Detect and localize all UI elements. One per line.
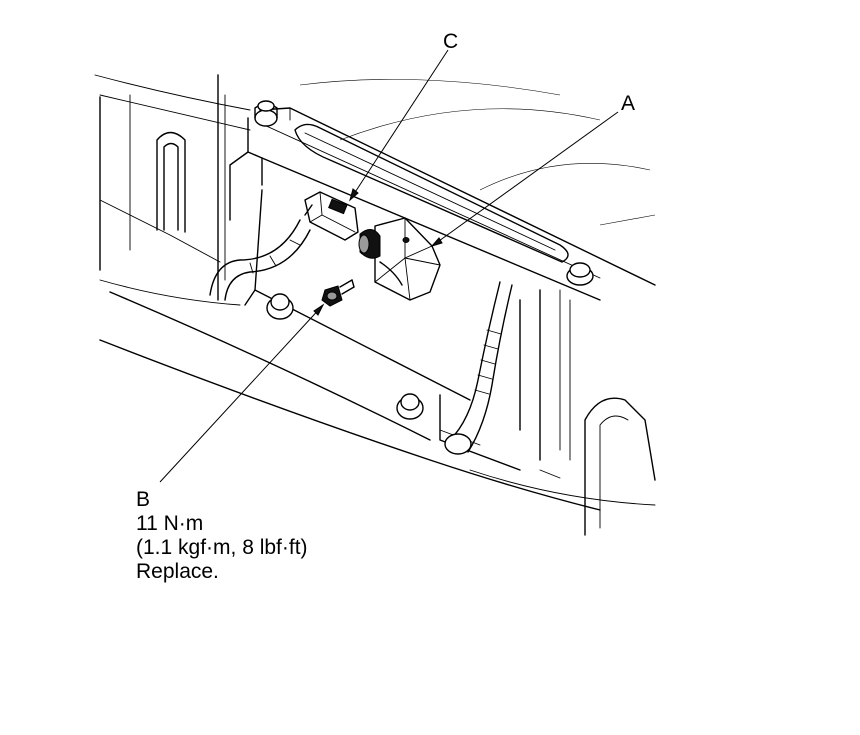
mounting-bolt [321,279,355,307]
wire-harness-left [209,219,311,301]
callout-a-letter: A [621,92,636,115]
left-side-wall [99,74,226,301]
callout-c-letter: C [443,30,459,53]
callout-b-letter: B [136,488,151,511]
right-side-wall [559,289,656,536]
harness-connector [304,191,359,241]
callout-b-label: B 11 N·m (1.1 kgf·m, 8 lbf·ft) Replace. [136,488,308,584]
vehicle-floor-panel [94,74,656,511]
wire-harness-right [444,281,513,455]
callout-c-label: C [443,30,458,54]
mounting-bracket [229,107,656,471]
callout-b-torque-alt: (1.1 kgf·m, 8 lbf·ft) [136,536,308,559]
mounting-studs [254,100,594,420]
callout-a-label: A [621,92,635,116]
leader-lines [159,49,619,483]
sensor-unit [358,217,441,301]
callout-b-torque: 11 N·m [136,512,204,535]
callout-b-note: Replace. [136,560,219,583]
